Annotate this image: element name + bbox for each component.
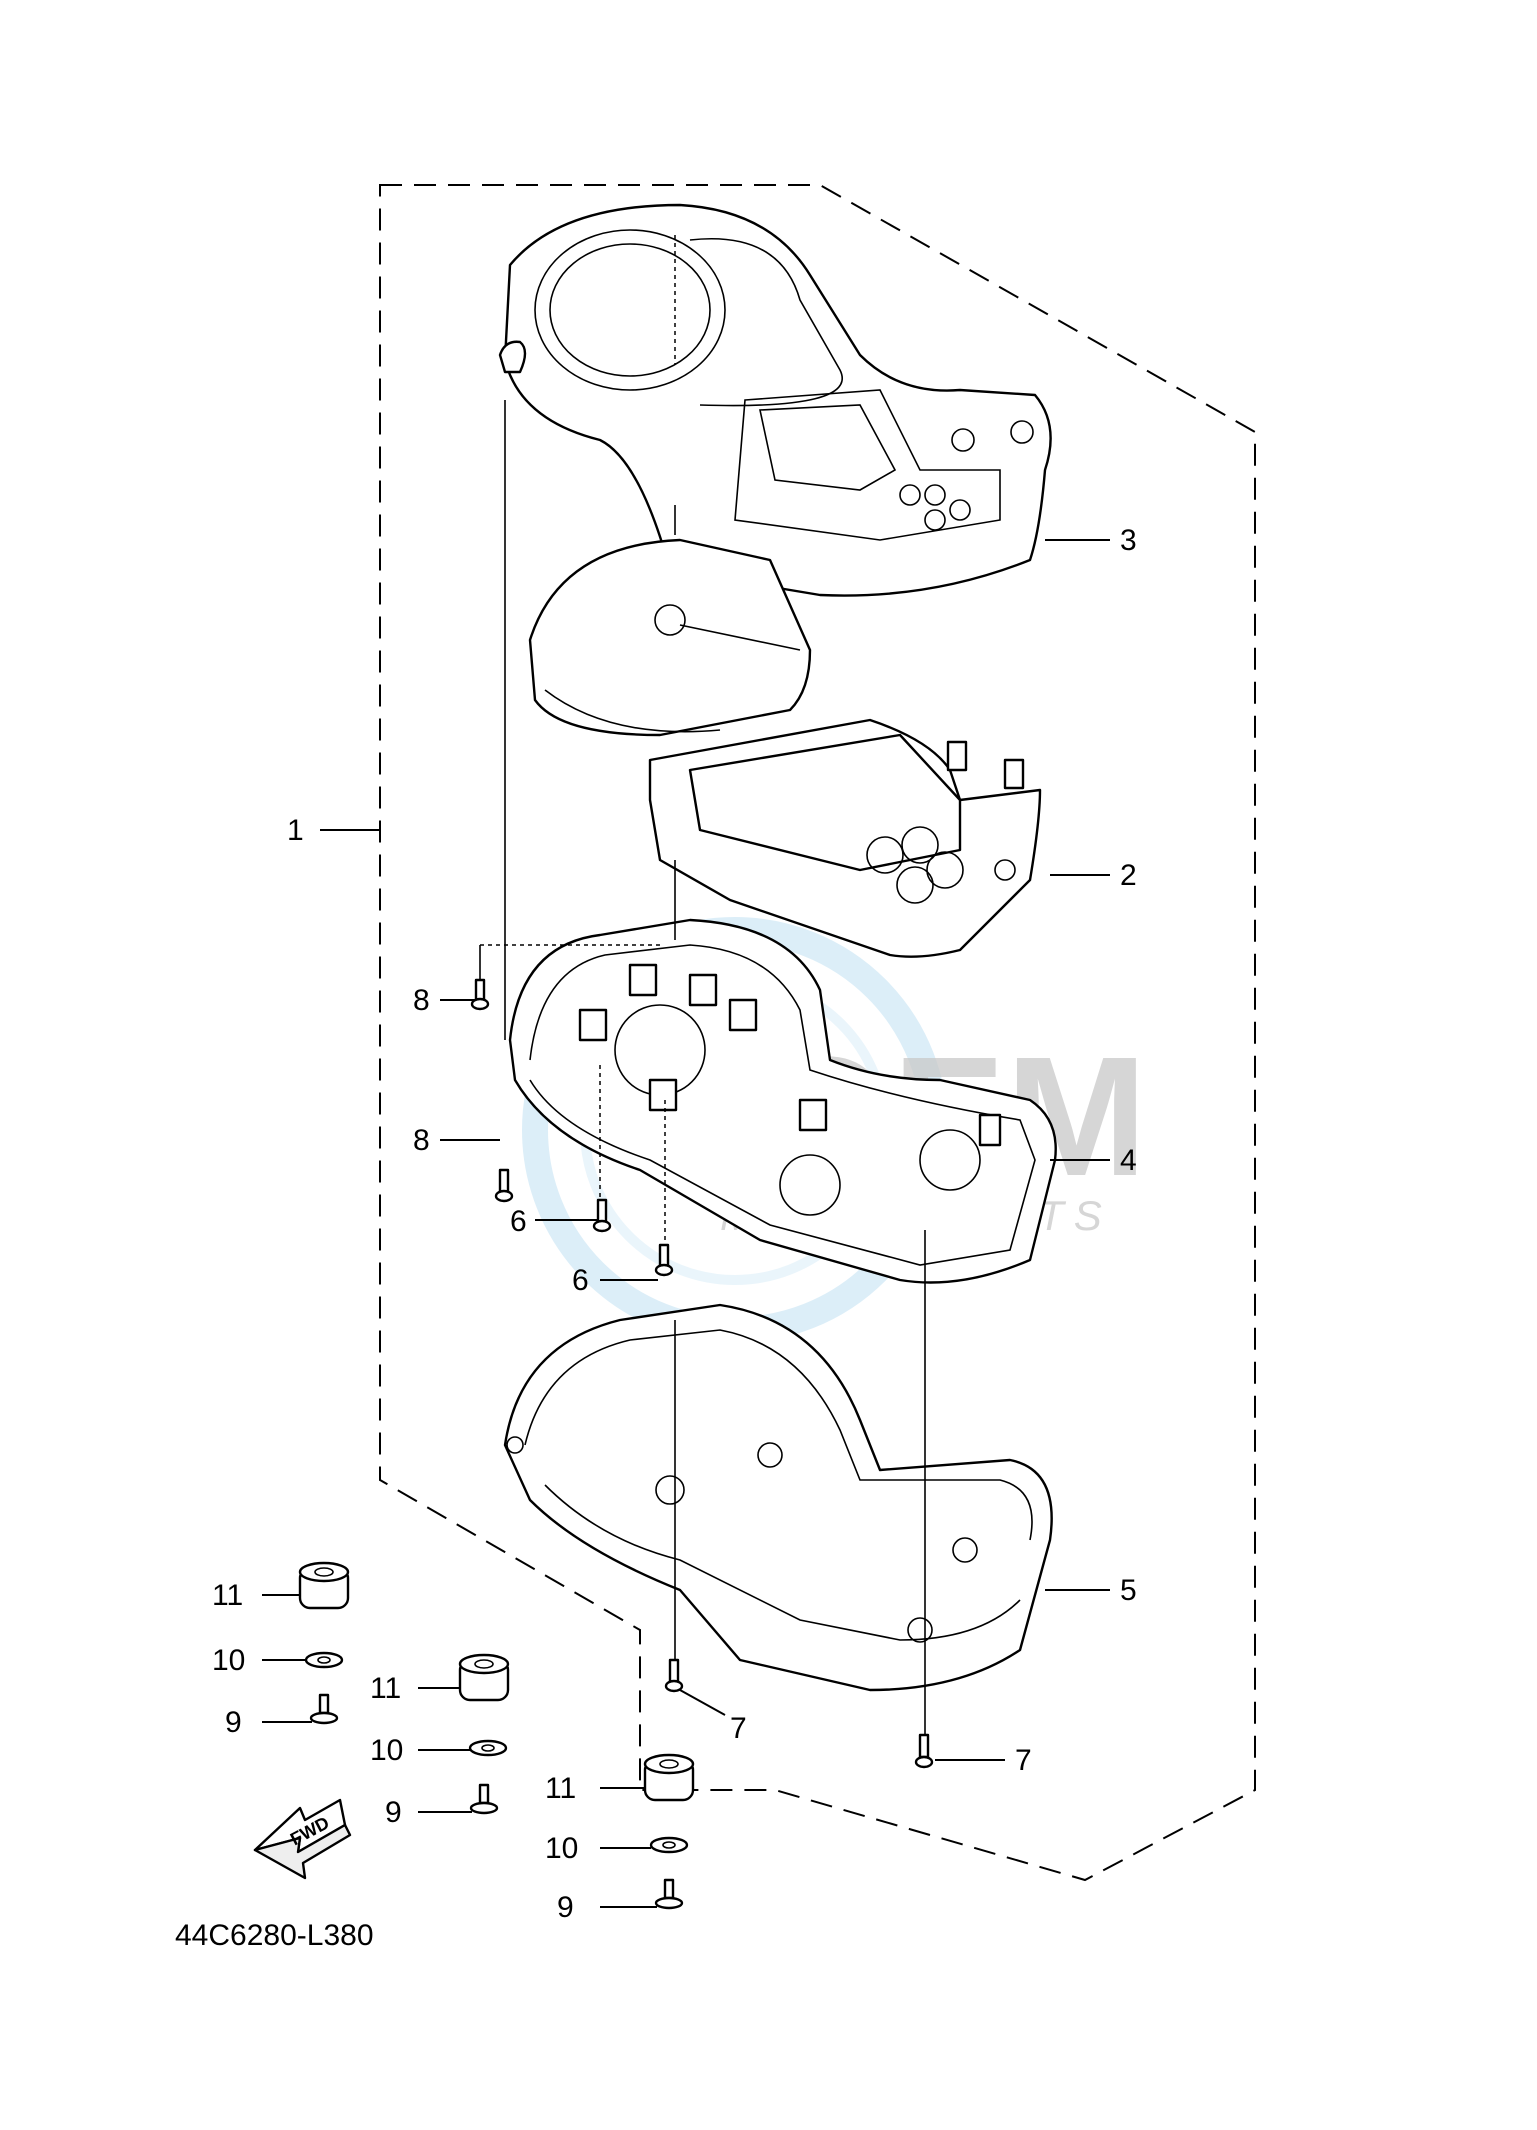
callout-5: 5: [1120, 1574, 1137, 1607]
callout-10c: 10: [545, 1832, 578, 1865]
grommet-set-2: [458, 1653, 510, 1815]
callout-2: 2: [1120, 859, 1137, 892]
callout-11b: 11: [370, 1672, 401, 1705]
callout-3: 3: [1120, 524, 1137, 557]
callout-6b: 6: [572, 1264, 589, 1297]
part-meter-base: [508, 918, 1057, 1284]
callout-10a: 10: [212, 1644, 245, 1677]
leader-lines: [262, 539, 1110, 1908]
callout-10b: 10: [370, 1734, 403, 1767]
callout-7b: 7: [1015, 1744, 1032, 1777]
callout-9a: 9: [225, 1706, 242, 1739]
callout-7a: 7: [730, 1712, 747, 1745]
fwd-arrow-icon: FWD: [253, 1798, 352, 1880]
part-lower-case: [503, 1303, 1053, 1692]
part-meter-assembly: [528, 538, 1042, 958]
callout-9c: 9: [557, 1891, 574, 1924]
callout-4: 4: [1120, 1144, 1137, 1177]
callout-1: 1: [287, 814, 304, 847]
screws: [470, 978, 934, 1769]
alignment-lines: [479, 235, 926, 1740]
grommet-set-3: [643, 1753, 695, 1910]
part-meter-cover: [498, 203, 1052, 597]
callout-11c: 11: [545, 1772, 576, 1805]
assembly-boundary: [379, 184, 1256, 1882]
callout-8a: 8: [413, 984, 430, 1017]
callout-labels: 1 2 3 4 5 6 6 7 7 8 8 9 9 9 10 10 10 11 …: [212, 524, 1137, 1924]
grommet-set-1: [298, 1561, 350, 1725]
callout-11a: 11: [212, 1579, 243, 1612]
callout-6a: 6: [510, 1205, 527, 1238]
callout-8b: 8: [413, 1124, 430, 1157]
callout-9b: 9: [385, 1796, 402, 1829]
diagram-code: 44C6280-L380: [175, 1919, 374, 1952]
